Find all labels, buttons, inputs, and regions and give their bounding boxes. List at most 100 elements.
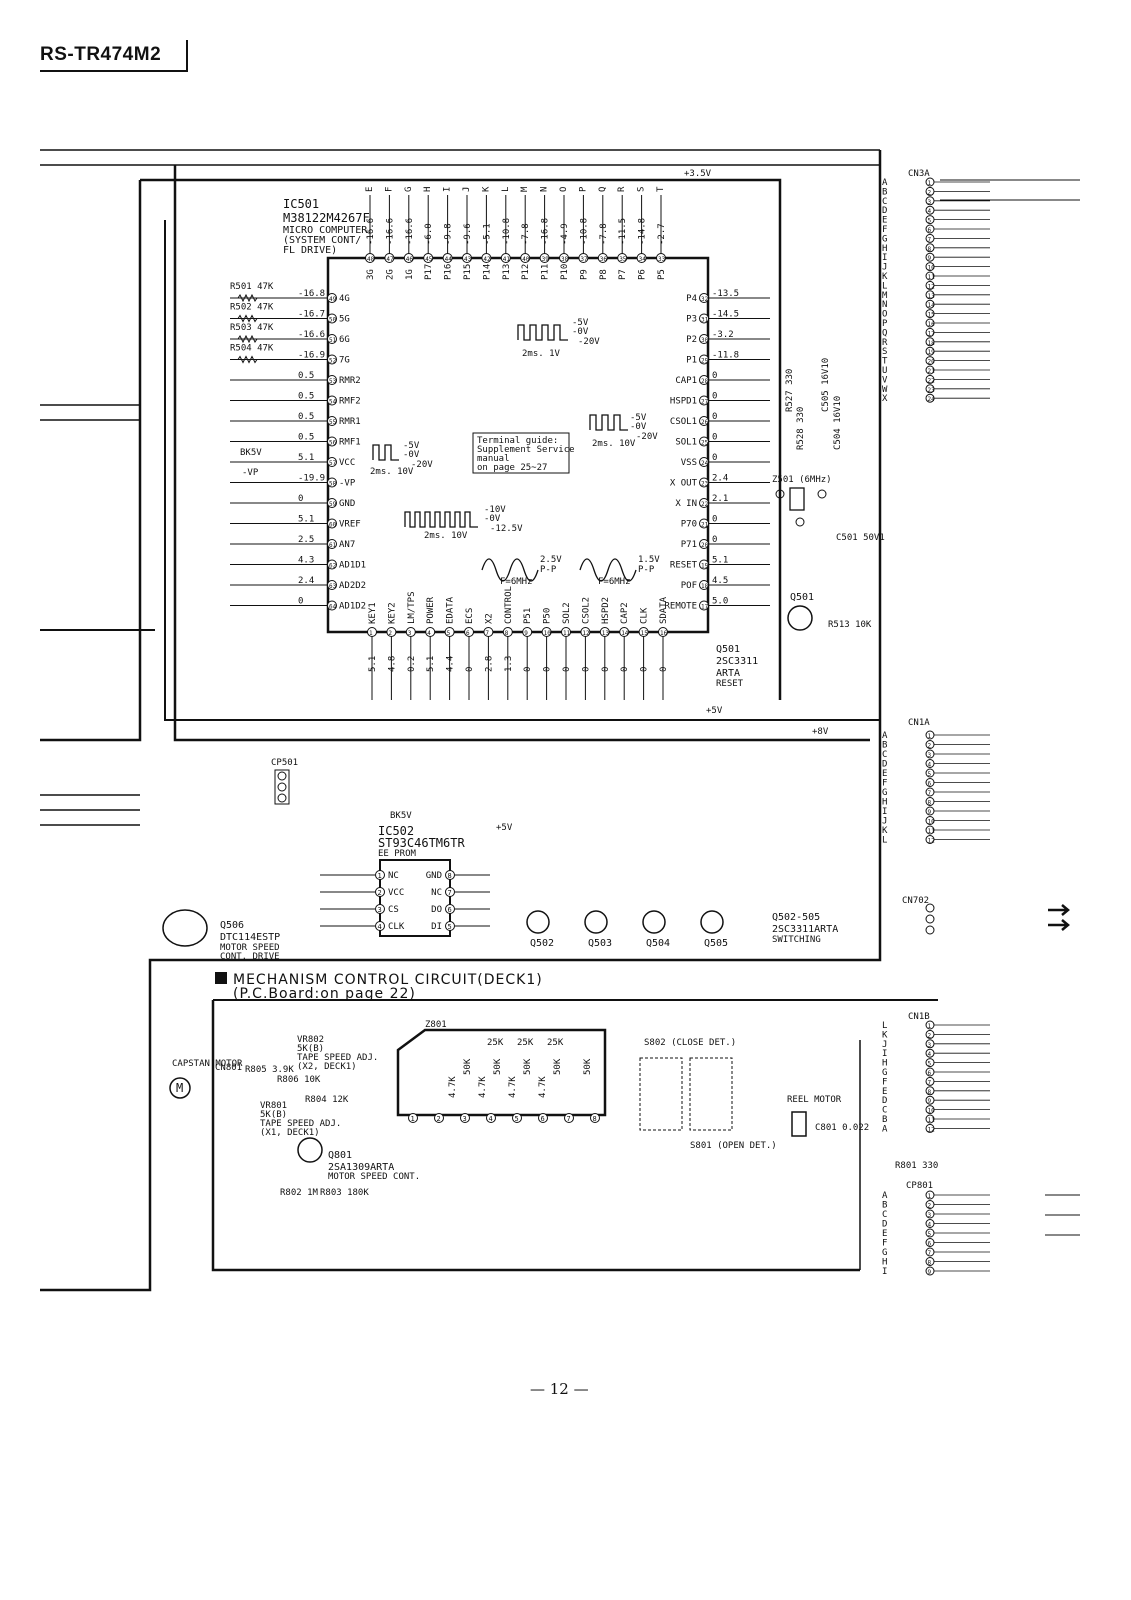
svg-text:Z501 (6MHz): Z501 (6MHz) [772,475,832,485]
resistor-label: R502 47K [230,303,274,313]
cn1b-pin-3: 3J [882,1039,990,1050]
svg-text:5: 5 [515,1115,519,1123]
pin-letter: F [882,225,887,235]
svg-text:VR801: VR801 [260,1101,287,1111]
terminal-guide-note: Terminal guide: Supplement Service manua… [472,432,575,474]
cn1a-pin-12: 12L [882,835,990,846]
bus-letter-J: J [462,187,472,192]
svg-text:3: 3 [928,1042,932,1049]
pin-letter: B [882,741,887,751]
cp801-pin-4: 4D [882,1219,990,1230]
pin-voltage: 2.4 [712,474,728,484]
pin-name: KEY1 [368,602,378,624]
pin-voltage: 0 [712,515,717,525]
pin-letter: H [882,798,887,808]
svg-text:-0V: -0V [484,514,501,524]
pin-letter: C [882,750,887,760]
svg-text:11: 11 [928,274,936,281]
ic502-eeprom: IC502 ST93C46TM6TR EE PROM [378,824,465,937]
pin-name: SOL2 [562,602,572,624]
pin-name: 1G [405,269,415,280]
pin-number: 54 [329,399,337,406]
pin-letter: G [882,1248,887,1258]
pin-voltage: 0 [640,667,650,672]
model-label-box [40,40,188,72]
pin-number: 10 [544,630,552,637]
z801-pin-7: 7 [564,1113,574,1123]
cn3a-pin-7: 7G [882,233,990,244]
pin-number: 7 [485,630,489,637]
pin-voltage: -14.5 [712,310,739,320]
svg-text:4: 4 [378,923,382,931]
svg-text:16: 16 [928,321,936,328]
pin-number: 19 [701,563,709,570]
mechanism-section-title: MECHANISM CONTROL CIRCUIT(DECK1) (P.C.Bo… [215,972,542,1002]
svg-text:CONT. DRIVE: CONT. DRIVE [220,952,280,962]
bus-letter-E: E [365,187,375,192]
q502-505-label: Q502-505 2SC3311ARTA SWITCHING [772,912,838,945]
pin-voltage: -16.6 [405,218,415,245]
svg-text:8: 8 [593,1115,597,1123]
svg-text:F=6MHz: F=6MHz [500,577,533,587]
pin-voltage: -11.5 [618,218,628,245]
pin-name: 3G [366,269,376,280]
waveform-p-lines: -5V -0V -20V 2ms. 1V [517,318,600,359]
svg-text:24: 24 [928,396,936,403]
pin-name: -VP [339,479,356,489]
cn1a-pin-11: 11K [882,825,990,836]
pin-voltage: 0 [712,433,717,443]
pin-letter: J [882,817,887,827]
connector-cp501: CP501 [271,758,298,805]
pin-number: 36 [600,256,608,263]
pin-voltage: -10.8 [579,218,589,245]
svg-text:R801 330: R801 330 [895,1161,938,1171]
svg-text:12: 12 [928,1126,936,1133]
ic501-desc-1: MICRO COMPUTER [283,225,368,236]
bus-letter-N: N [540,187,550,192]
svg-text:3: 3 [928,1212,932,1219]
pin-number: 8 [505,630,509,637]
svg-text:1: 1 [928,1023,932,1030]
pin-name: RMR2 [339,376,361,386]
pin-name: AD1D1 [339,561,366,571]
pin-name: P1 [686,356,697,366]
svg-text:1.5V: 1.5V [638,555,660,565]
svg-text:-12.5V: -12.5V [490,524,523,534]
z801-pin-4: 4 [486,1113,496,1123]
z801-value: 25K [517,1038,534,1048]
svg-text:-20V: -20V [636,432,658,442]
svg-text:-0V: -0V [403,450,420,460]
pin-letter: Q [882,328,887,338]
cp801-pin-6: 6F [882,1238,990,1249]
svg-text:9: 9 [928,255,932,262]
svg-text:23: 23 [928,387,936,394]
svg-text:2SA1309ARTA: 2SA1309ARTA [328,1162,394,1173]
pin-voltage: 0 [523,667,533,672]
connector-ref: CN3A [908,169,930,179]
pin-letter: A [882,731,888,741]
pin-letter: I [882,1267,887,1277]
svg-text:CS: CS [388,905,399,915]
resistor-r501: R501 47K [230,282,274,303]
svg-text:Terminal guide:: Terminal guide: [477,436,558,446]
connector-ref: CN1A [908,718,930,728]
pin-number: 40 [522,256,530,263]
pin-name: VSS [681,458,697,468]
z801-value: 50K [493,1058,503,1075]
pin-number: 39 [542,256,550,263]
svg-text:CN702: CN702 [902,896,929,906]
pin-letter: T [882,357,888,367]
svg-text:3: 3 [463,1115,467,1123]
svg-text:C505 16V10: C505 16V10 [821,358,831,412]
pin-name: 4G [339,294,350,304]
pin-name: P2 [686,335,697,345]
